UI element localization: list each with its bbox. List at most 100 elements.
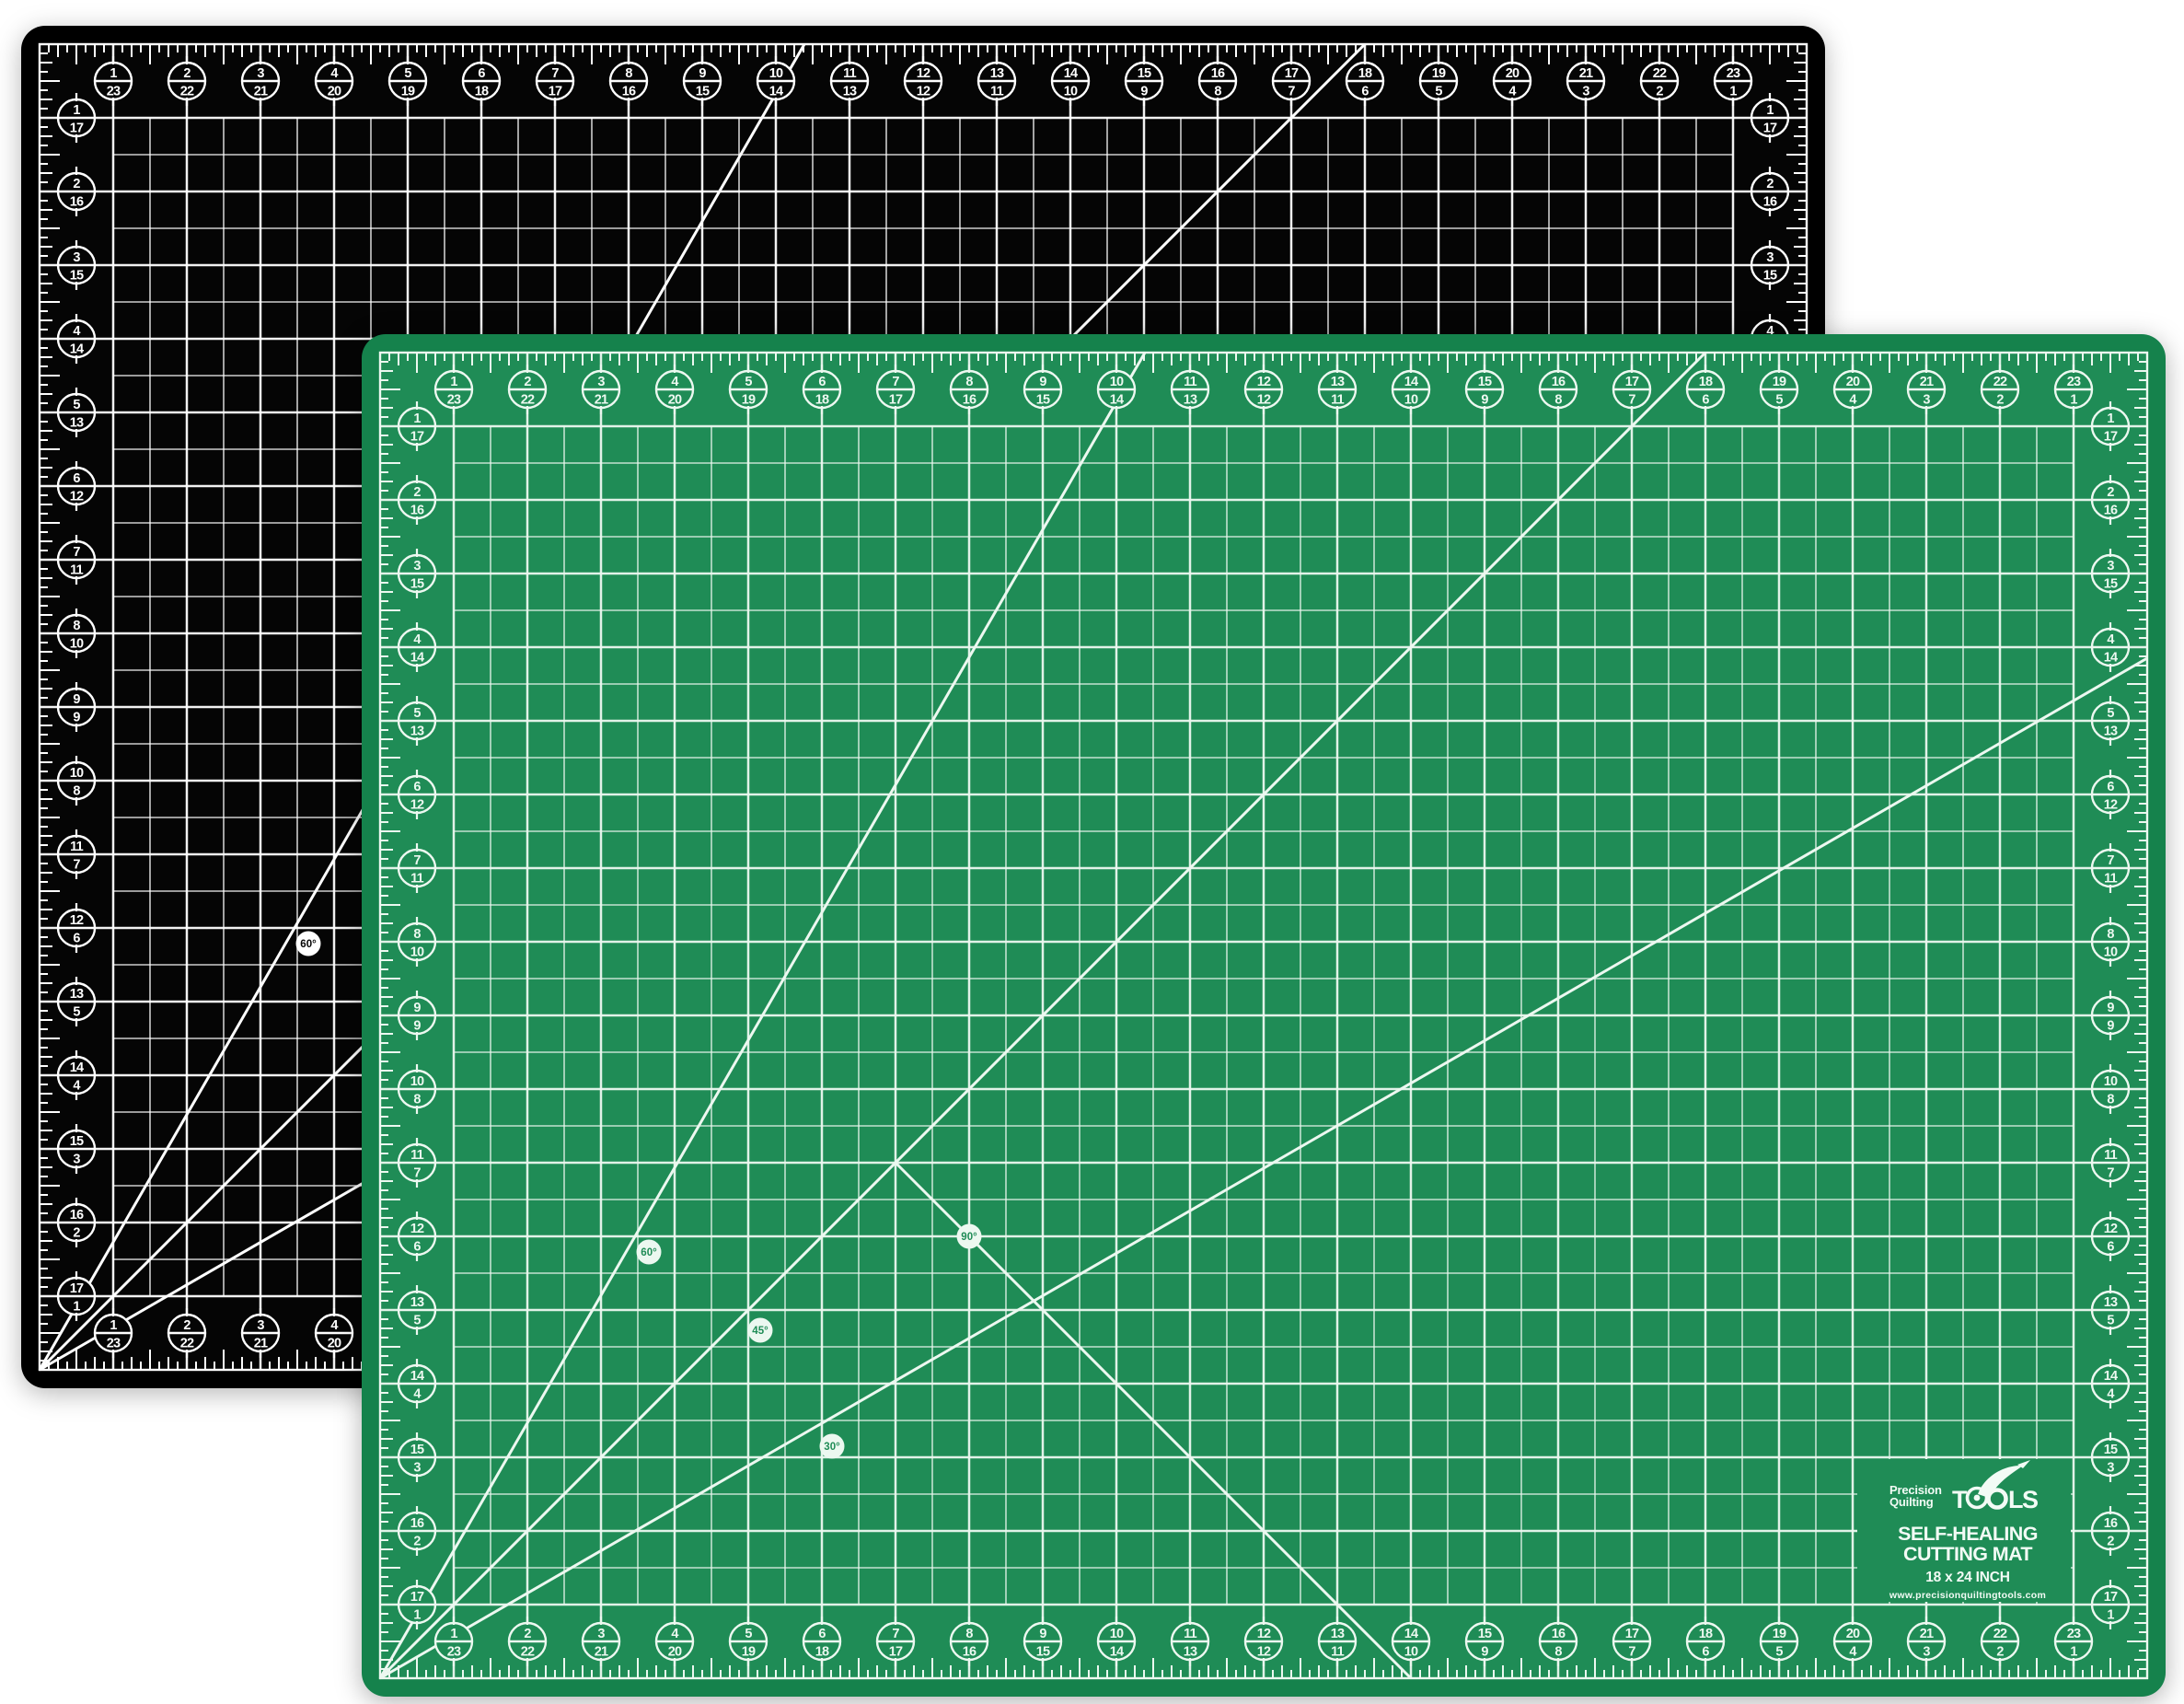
inch-marker-circle: 231: [1713, 56, 1753, 106]
rotary-cutter-blade-swoosh-icon: [1978, 1465, 2023, 1498]
inch-marker-circle: 816: [608, 56, 649, 106]
inch-marker-circle: 810: [56, 609, 97, 658]
inch-number-secondary: 1: [2070, 1645, 2077, 1660]
inch-marker-circle: 711: [2090, 843, 2131, 893]
inch-marker-circle: 108: [2090, 1064, 2131, 1114]
inch-marker-circle: 117: [1750, 93, 1790, 143]
inch-marker-circle: 216: [56, 167, 97, 216]
angle-label-text: 30°: [824, 1442, 840, 1453]
inch-marker-circle: 519: [728, 1617, 768, 1666]
inch-number-primary: 3: [257, 1318, 264, 1333]
inch-number-primary: 17: [1625, 1627, 1639, 1641]
inch-marker-circle: 195: [1418, 56, 1459, 106]
inch-number-secondary: 10: [1404, 393, 1418, 408]
inch-number-primary: 3: [1766, 250, 1774, 265]
inch-number-primary: 14: [2104, 1369, 2118, 1384]
inch-number-secondary: 8: [2107, 1093, 2114, 1107]
angle-label-90: 90°: [956, 1223, 982, 1249]
inch-number-secondary: 5: [2107, 1314, 2114, 1328]
inch-marker-circle: 315: [1750, 240, 1790, 290]
inch-number-secondary: 11: [990, 85, 1003, 99]
inch-number-secondary: 17: [410, 430, 424, 445]
inch-number-secondary: 13: [1184, 1645, 1197, 1660]
inch-marker-circle: 414: [56, 314, 97, 364]
inch-number-secondary: 15: [2104, 577, 2118, 592]
inch-marker-circle: 153: [2090, 1432, 2131, 1482]
inch-number-primary: 7: [551, 66, 559, 81]
inch-marker-circle: 108: [56, 756, 97, 806]
inch-number-secondary: 4: [1508, 85, 1516, 99]
angle-label-circle: [295, 931, 321, 956]
inch-number-secondary: 12: [1257, 1645, 1271, 1660]
inch-number-secondary: 14: [70, 342, 84, 357]
inch-number-secondary: 6: [1702, 393, 1709, 408]
inch-number-primary: 14: [1064, 66, 1078, 81]
inch-number-primary: 18: [1358, 66, 1372, 81]
inch-number-secondary: 14: [1110, 393, 1124, 408]
inch-marker-circle: 816: [949, 365, 989, 414]
inch-number-primary: 3: [413, 559, 421, 574]
angle-label-circle: [819, 1433, 845, 1459]
inch-marker-circle: 717: [875, 365, 916, 414]
inch-marker-circle: 711: [397, 843, 437, 893]
inch-number-secondary: 19: [742, 393, 756, 408]
inch-number-secondary: 3: [413, 1461, 421, 1476]
inch-marker-circle: 213: [1906, 1617, 1947, 1666]
inch-number-primary: 12: [70, 913, 84, 928]
inch-marker-circle: 159: [1464, 365, 1505, 414]
inch-number-secondary: 13: [70, 416, 84, 431]
inch-number-primary: 5: [73, 398, 80, 412]
inch-number-secondary: 18: [815, 393, 829, 408]
inch-number-primary: 10: [1110, 1627, 1124, 1641]
rotary-cutter-blade-tip-icon: [2017, 1460, 2030, 1468]
inch-number-secondary: 12: [70, 490, 84, 504]
diagonal-30: [379, 656, 2148, 1680]
inch-marker-circle: 153: [56, 1124, 97, 1174]
inch-number-primary: 3: [2107, 559, 2114, 574]
inch-marker-circle: 153: [397, 1432, 437, 1482]
inch-marker-circle: 315: [397, 549, 437, 598]
product-size: 18 x 24 INCH: [1925, 1570, 2010, 1585]
inch-marker-circle: 162: [2090, 1506, 2131, 1556]
inch-number-secondary: 10: [2104, 945, 2118, 960]
inch-marker-circle: 618: [802, 1617, 842, 1666]
inch-number-secondary: 21: [254, 85, 268, 99]
inch-marker-circle: 123: [93, 56, 133, 106]
inch-marker-circle: 222: [167, 1308, 207, 1358]
inch-number-primary: 14: [1404, 1627, 1418, 1641]
inch-number-secondary: 6: [413, 1240, 421, 1255]
inch-number-primary: 7: [73, 545, 80, 560]
inch-number-secondary: 11: [70, 563, 83, 578]
inch-marker-circle: 177: [1612, 1617, 1652, 1666]
inch-number-secondary: 2: [1656, 85, 1663, 99]
inch-number-primary: 6: [818, 1627, 826, 1641]
inch-marker-circle: 159: [1464, 1617, 1505, 1666]
inch-number-primary: 9: [2107, 1001, 2114, 1015]
inch-marker-circle: 123: [433, 1617, 474, 1666]
inch-number-secondary: 13: [2104, 724, 2118, 739]
diagonal-90-perpendicular: [894, 1161, 1413, 1680]
inch-marker-circle: 99: [2090, 991, 2131, 1040]
inch-number-primary: 7: [892, 1627, 899, 1641]
inch-number-primary: 11: [410, 1148, 423, 1163]
inch-number-primary: 11: [1184, 375, 1196, 389]
inch-marker-circle: 414: [2090, 622, 2131, 672]
inch-number-primary: 9: [413, 1001, 421, 1015]
inch-number-secondary: 16: [70, 195, 84, 210]
inch-marker-circle: 618: [802, 365, 842, 414]
inch-marker-circle: 519: [728, 365, 768, 414]
inch-marker-circle: 162: [56, 1198, 97, 1247]
inch-number-secondary: 4: [413, 1387, 421, 1402]
inch-number-primary: 1: [110, 66, 117, 81]
inch-number-primary: 13: [1331, 1627, 1345, 1641]
inch-number-primary: 17: [70, 1281, 84, 1296]
brand-name-line1: Precision: [1889, 1483, 1942, 1497]
inch-number-secondary: 14: [769, 85, 783, 99]
inch-number-secondary: 9: [2107, 1019, 2114, 1034]
inch-marker-circle: 117: [397, 401, 437, 451]
inch-number-secondary: 3: [1582, 85, 1589, 99]
inch-number-secondary: 20: [668, 1645, 682, 1660]
inch-number-secondary: 17: [1763, 122, 1777, 136]
inch-number-secondary: 4: [73, 1079, 80, 1094]
